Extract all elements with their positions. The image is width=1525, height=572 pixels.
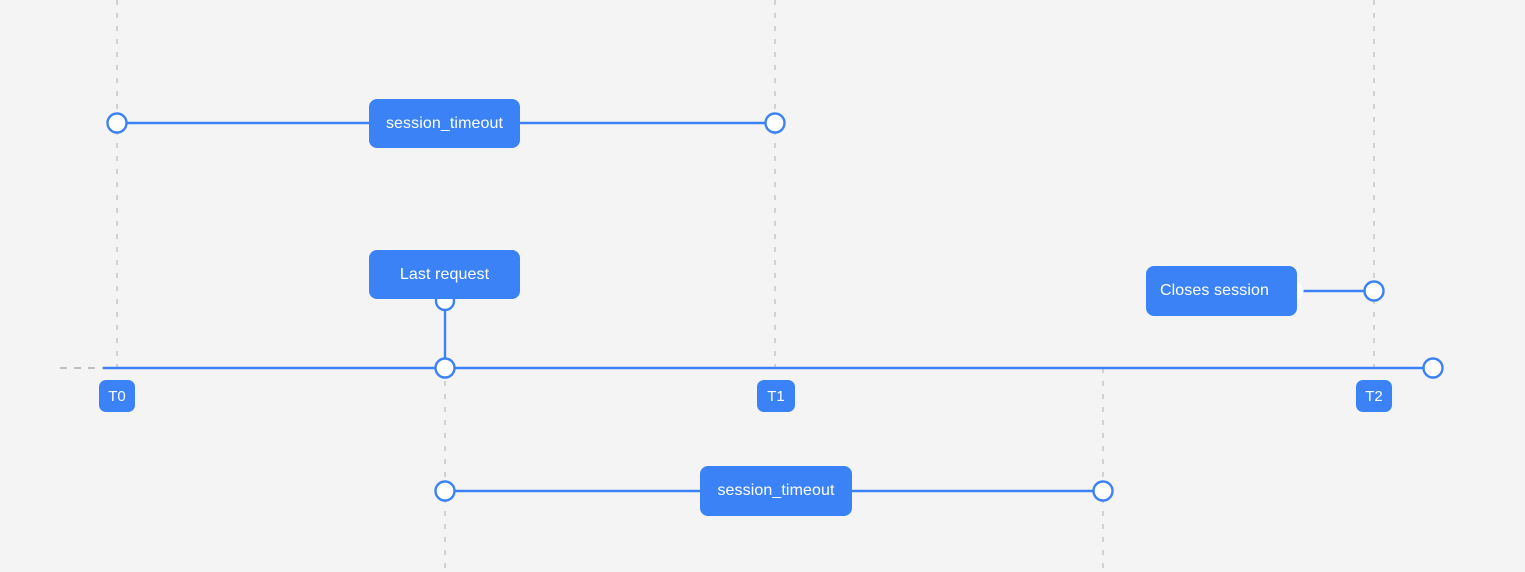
open-circle-node-t1-top[interactable] (764, 112, 786, 134)
open-circle-node-bottom-span-start[interactable] (434, 480, 456, 502)
tick-badge-t1[interactable]: T1 (757, 380, 795, 412)
span-label-closes-session[interactable]: Closes session (1146, 266, 1297, 316)
open-circle-node-closes-session-end[interactable] (1363, 280, 1385, 302)
tick-badge-t2[interactable]: T2 (1356, 380, 1392, 412)
lower-guide-lines (444, 368, 1104, 572)
span-label-session-timeout-bottom[interactable]: session_timeout (700, 466, 852, 516)
open-circle-node-bottom-span-end[interactable] (1092, 480, 1114, 502)
connector-label-last-request[interactable]: Last request (369, 250, 520, 299)
open-circle-node-timeline-end[interactable] (1422, 357, 1444, 379)
tick-badge-t0[interactable]: T0 (99, 380, 135, 412)
open-circle-node-t0-top[interactable] (106, 112, 128, 134)
span-label-session-timeout-top[interactable]: session_timeout (369, 99, 520, 148)
tick-guide-lines (116, 0, 1375, 368)
open-circle-node-last-request-bottom[interactable] (434, 357, 456, 379)
